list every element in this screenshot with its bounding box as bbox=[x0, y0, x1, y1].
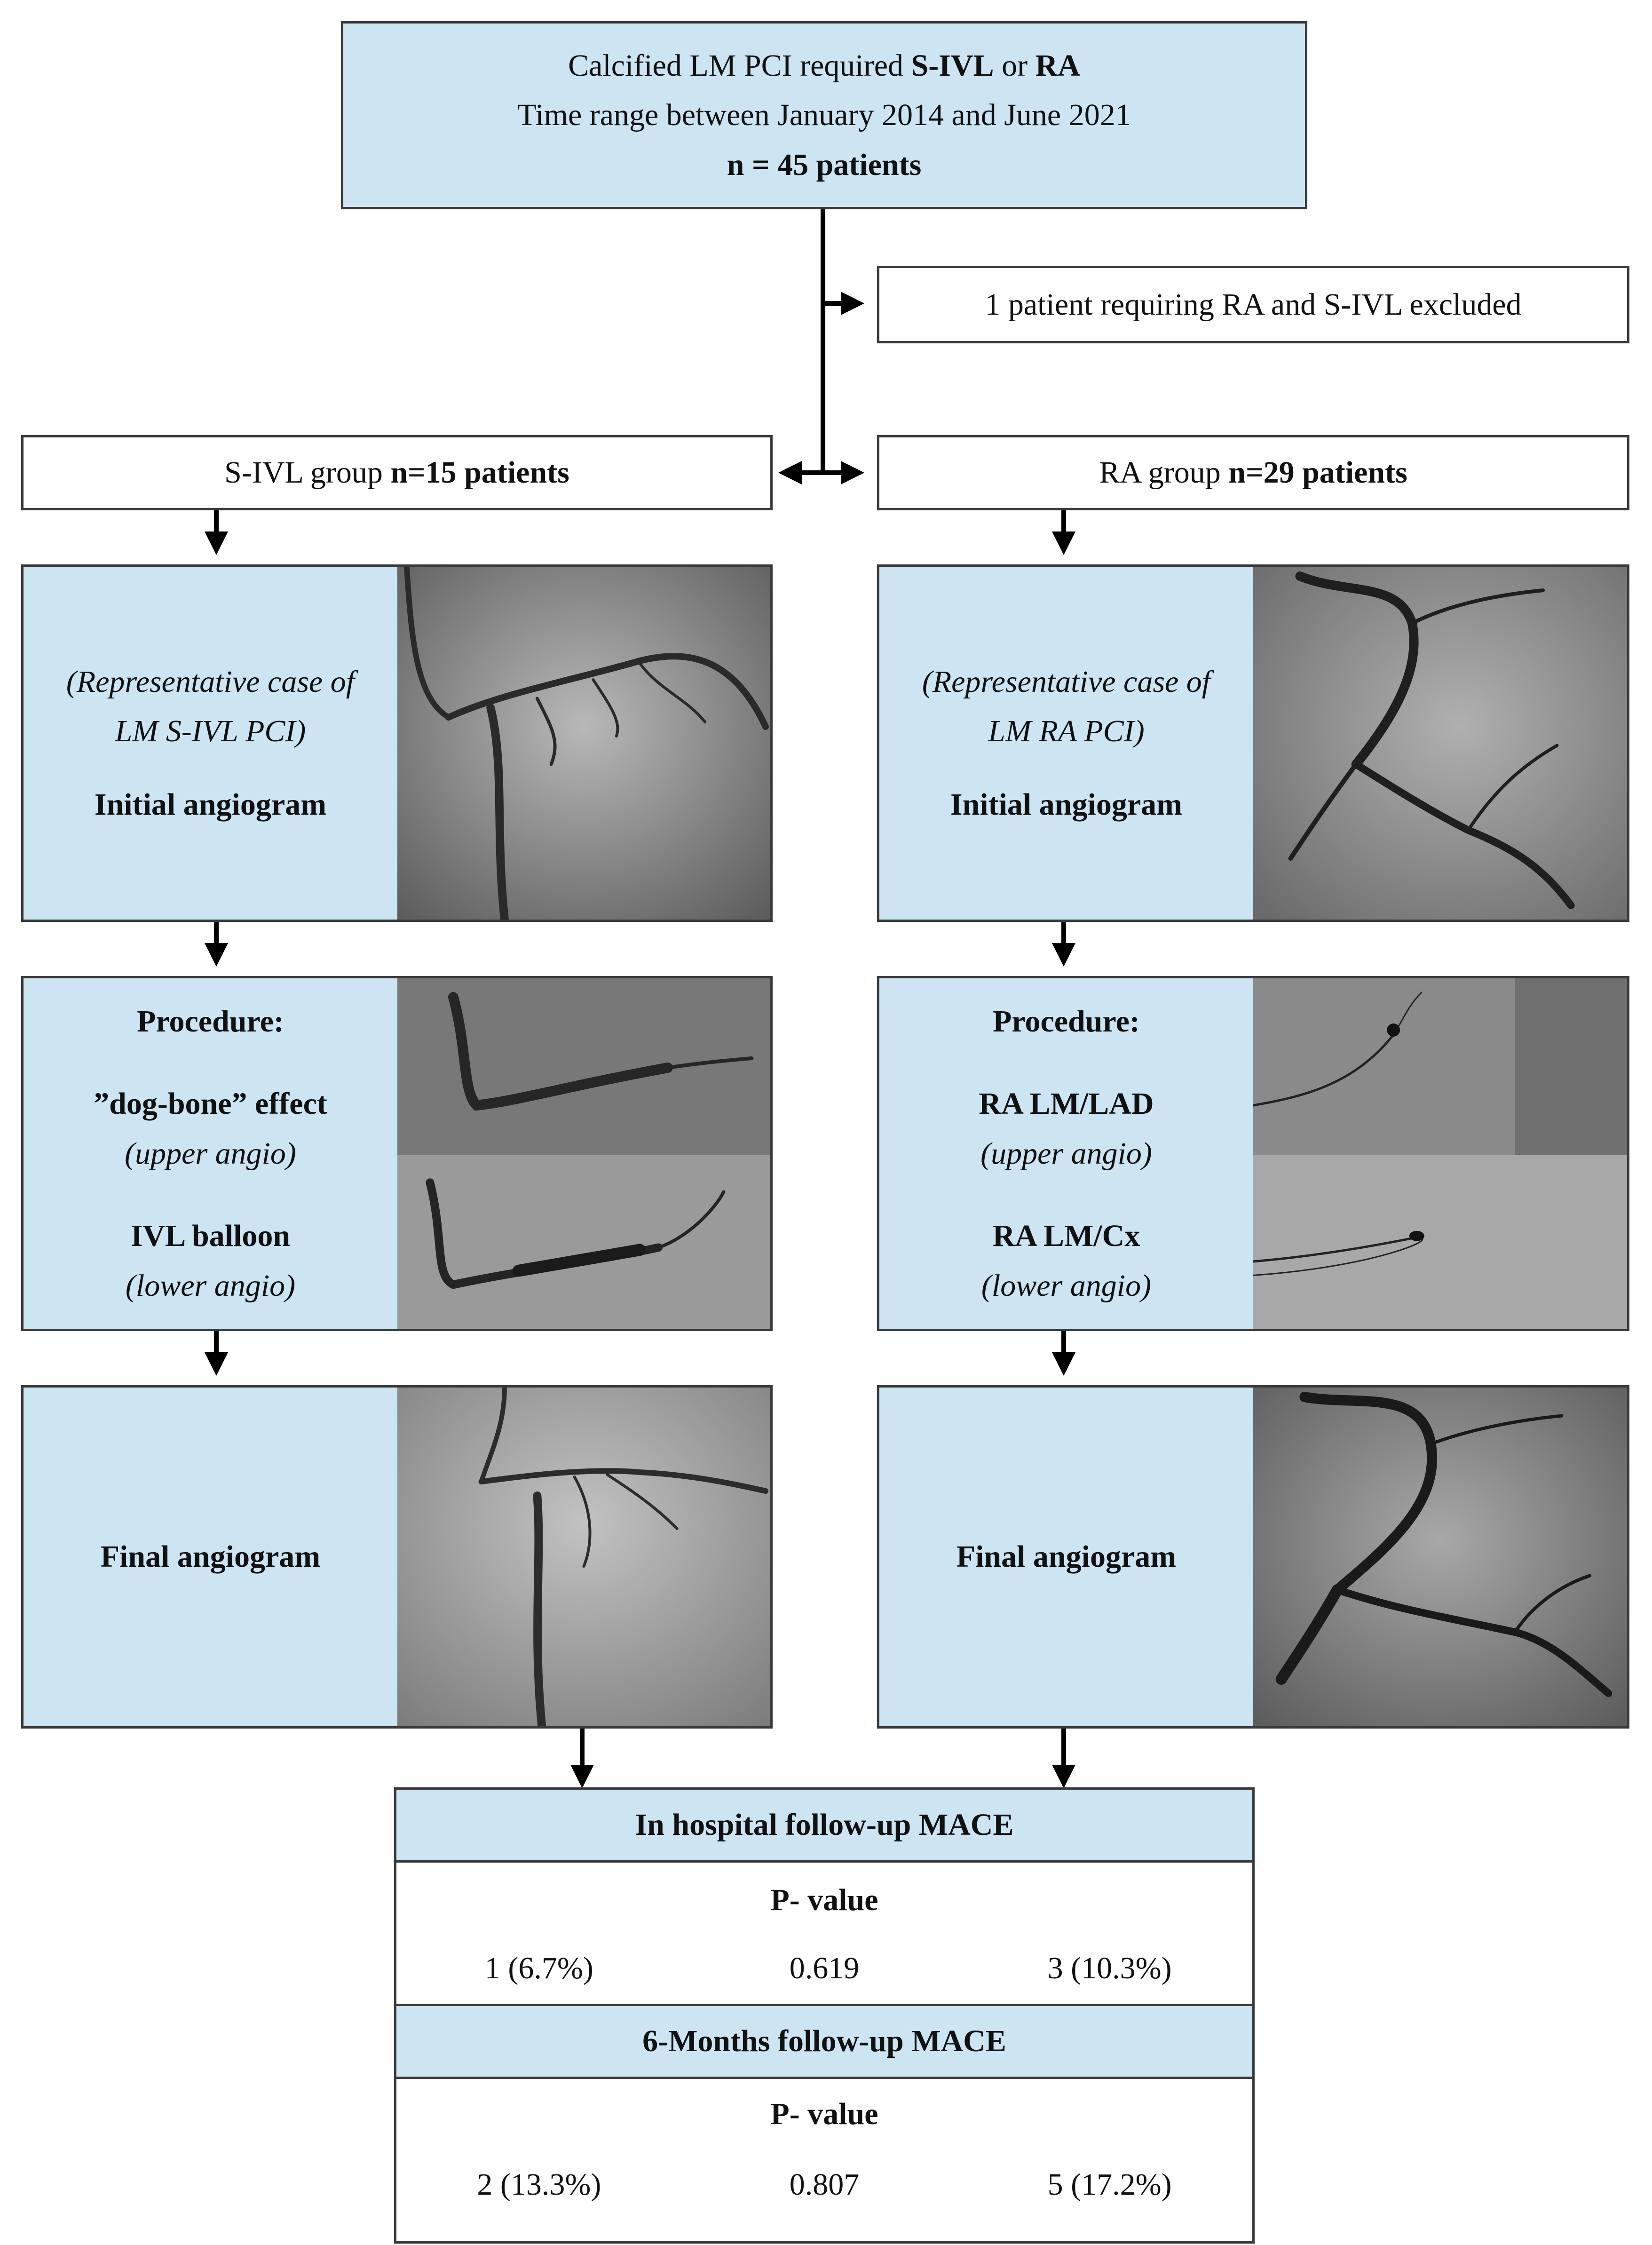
in-hospital-header: In hospital follow-up MACE bbox=[394, 1787, 1255, 1863]
in-hospital-header-text: In hospital follow-up MACE bbox=[635, 1808, 1014, 1842]
ra-procedure-label: Procedure: bbox=[993, 1004, 1140, 1039]
s-ivl-upper-angiogram bbox=[397, 978, 770, 1155]
exclusion-box: 1 patient requiring RA and S-IVL exclude… bbox=[877, 266, 1629, 343]
ra-initial-label: Initial angiogram bbox=[950, 787, 1183, 822]
six-month-ra-value: 5 (17.2%) bbox=[1047, 2167, 1172, 2202]
s-ivl-final-label: Final angiogram bbox=[100, 1539, 321, 1574]
s-ivl-group-label: S-IVL group n=15 patients bbox=[224, 455, 569, 490]
six-month-header-text: 6-Months follow-up MACE bbox=[642, 2024, 1006, 2059]
s-ivl-final-panel: Final angiogram bbox=[21, 1385, 773, 1729]
s-ivl-initial-angiogram bbox=[397, 567, 770, 920]
s-ivl-upper-note: (upper angio) bbox=[125, 1136, 296, 1171]
ra-final-label: Final angiogram bbox=[956, 1539, 1177, 1574]
s-ivl-initial-label: Initial angiogram bbox=[94, 787, 327, 822]
s-ivl-procedure-label: Procedure: bbox=[137, 1004, 284, 1039]
ra-procedure-panel: Procedure: RA LM/LAD (upper angio) RA LM… bbox=[877, 976, 1629, 1331]
ra-initial-panel: (Representative case of LM RA PCI) Initi… bbox=[877, 564, 1629, 922]
s-ivl-final-angiogram bbox=[397, 1388, 770, 1726]
s-ivl-upper-title: ”dog-bone” effect bbox=[94, 1087, 327, 1121]
ra-lower-title: RA LM/Cx bbox=[992, 1219, 1140, 1253]
results-table: In hospital follow-up MACE P- value 1 (6… bbox=[394, 1787, 1255, 2244]
ra-initial-angiogram bbox=[1253, 567, 1627, 920]
in-hospital-values: 1 (6.7%) 0.619 3 (10.3%) bbox=[396, 1945, 1252, 1992]
s-ivl-group-box: S-IVL group n=15 patients bbox=[21, 435, 773, 510]
ra-upper-angiogram bbox=[1253, 978, 1627, 1155]
cohort-line-3: n = 45 patients bbox=[727, 147, 922, 182]
ra-final-angiogram bbox=[1253, 1388, 1627, 1726]
ra-group-label: RA group n=29 patients bbox=[1099, 455, 1407, 490]
in-hospital-ra-value: 3 (10.3%) bbox=[1047, 1951, 1172, 1985]
in-hospital-p-value: 0.619 bbox=[789, 1951, 860, 1985]
six-month-values: 2 (13.3%) 0.807 5 (17.2%) bbox=[396, 2161, 1252, 2208]
ra-upper-title: RA LM/LAD bbox=[979, 1087, 1154, 1121]
ra-case-line-2: LM RA PCI) bbox=[988, 714, 1145, 749]
ra-group-box: RA group n=29 patients bbox=[877, 435, 1629, 510]
cohort-box: Calcified LM PCI required S-IVL or RA Ti… bbox=[341, 21, 1307, 209]
s-ivl-case-line-1: (Representative case of bbox=[66, 664, 355, 699]
s-ivl-initial-panel: (Representative case of LM S-IVL PCI) In… bbox=[21, 564, 773, 922]
ra-case-line-1: (Representative case of bbox=[922, 664, 1211, 699]
in-hospital-s-ivl-value: 1 (6.7%) bbox=[484, 1951, 593, 1985]
s-ivl-lower-note: (lower angio) bbox=[125, 1268, 296, 1303]
ra-lower-note: (lower angio) bbox=[981, 1268, 1152, 1303]
s-ivl-procedure-panel: Procedure: ”dog-bone” effect (upper angi… bbox=[21, 976, 773, 1331]
ra-final-panel: Final angiogram bbox=[877, 1385, 1629, 1729]
cohort-line-2: Time range between January 2014 and June… bbox=[517, 98, 1131, 133]
ra-lower-angiogram bbox=[1253, 1155, 1627, 1329]
exclusion-text: 1 patient requiring RA and S-IVL exclude… bbox=[985, 287, 1522, 322]
ra-upper-note: (upper angio) bbox=[980, 1136, 1152, 1171]
p-value-label-2: P- value bbox=[770, 2097, 878, 2131]
six-month-header: 6-Months follow-up MACE bbox=[394, 2004, 1255, 2079]
six-month-p-value: 0.807 bbox=[789, 2167, 860, 2202]
s-ivl-lower-title: IVL balloon bbox=[130, 1219, 291, 1253]
p-value-label-1: P- value bbox=[770, 1883, 878, 1917]
s-ivl-lower-angiogram bbox=[397, 1155, 770, 1329]
s-ivl-case-line-2: LM S-IVL PCI) bbox=[115, 714, 306, 749]
cohort-line-1: Calcified LM PCI required S-IVL or RA bbox=[568, 48, 1080, 83]
six-month-s-ivl-value: 2 (13.3%) bbox=[477, 2167, 601, 2202]
